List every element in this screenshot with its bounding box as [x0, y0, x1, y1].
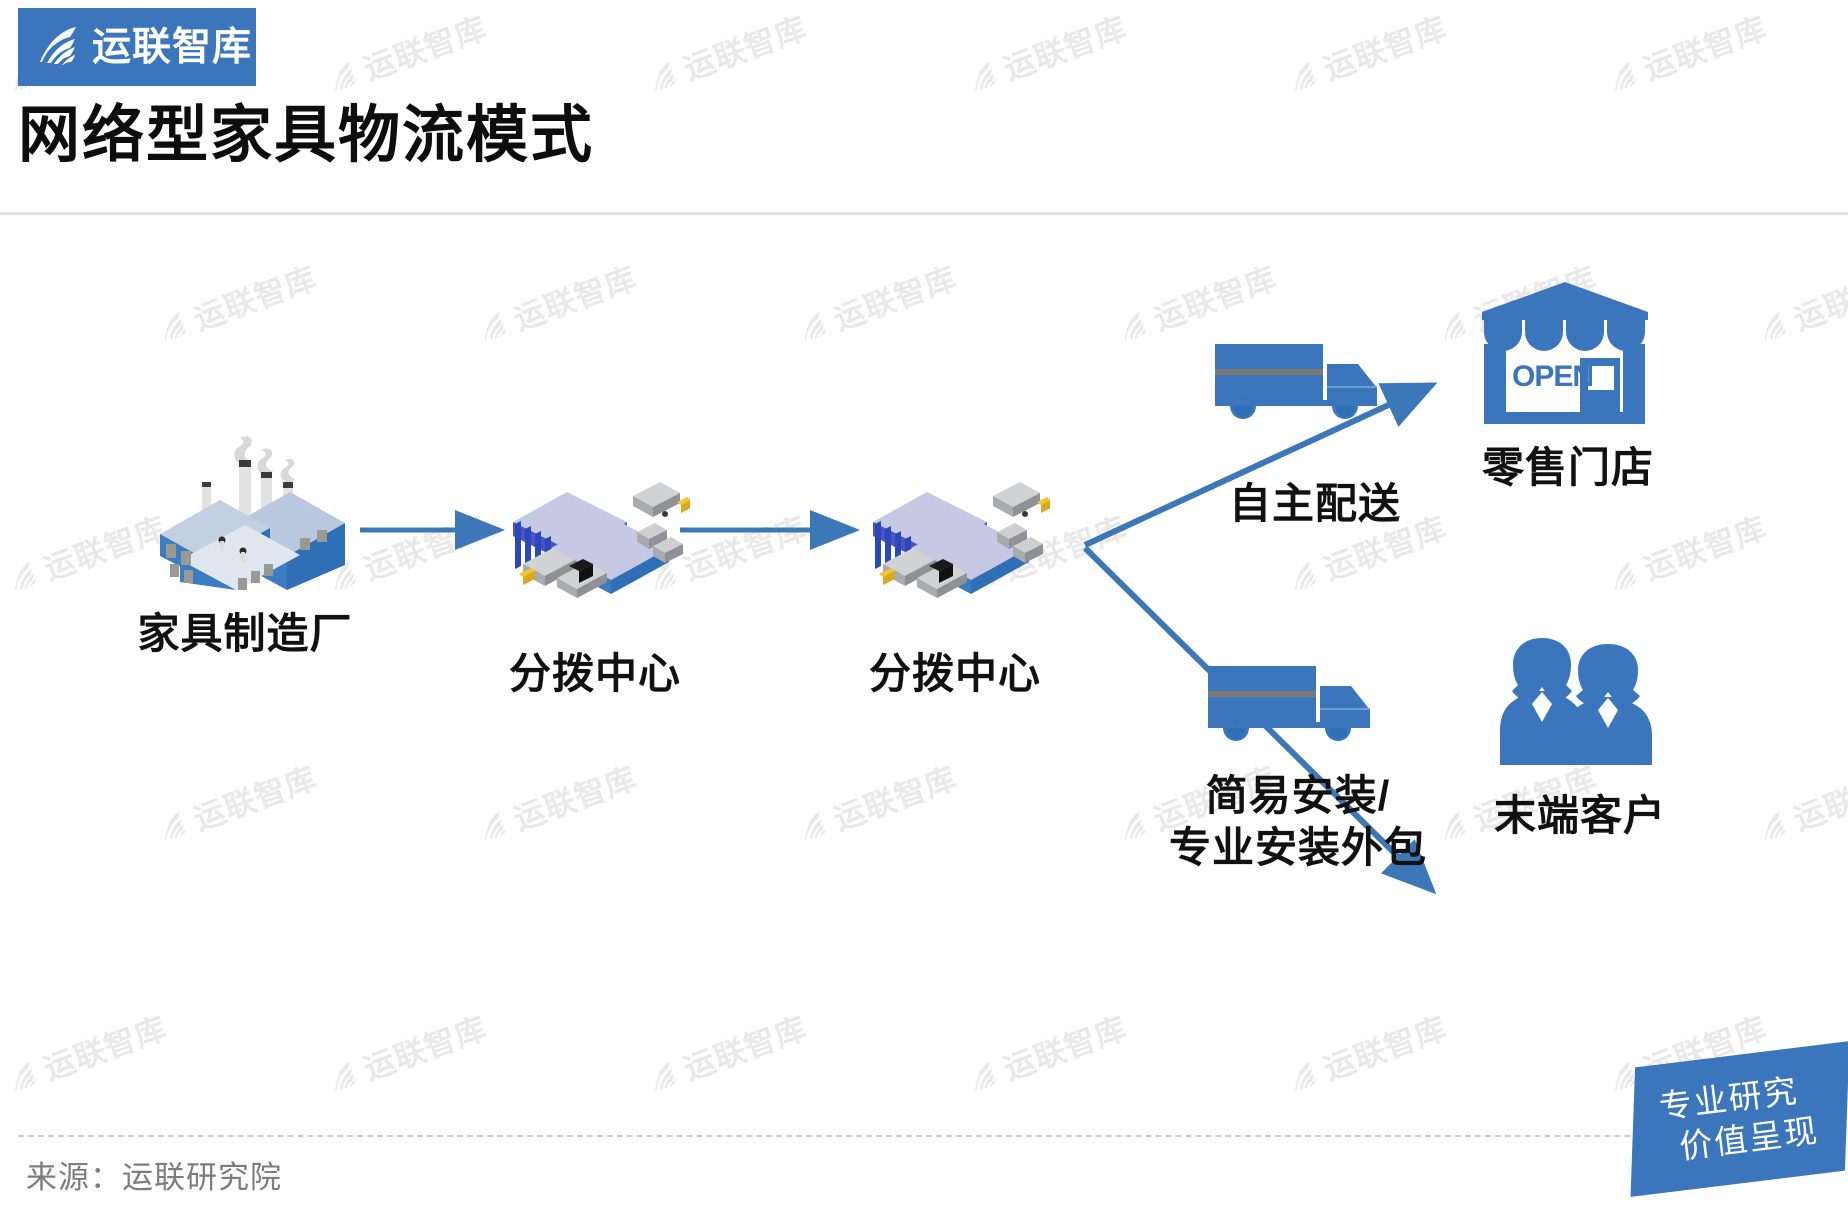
brand-logo: 运联智库	[18, 8, 256, 86]
edge-label-self-delivery: 自主配送	[1228, 480, 1401, 527]
watermark: 运联智库	[640, 3, 812, 102]
node-retail-store: OPEN 零售门店	[1480, 280, 1653, 491]
edge-label-install-line2: 专业安装外包	[1168, 824, 1427, 871]
node-label-dc2: 分拨中心	[868, 650, 1041, 697]
watermark: 运联智库	[960, 3, 1132, 102]
logistics-flow-diagram: 家具制造厂	[0, 230, 1848, 1060]
title-divider	[0, 212, 1848, 215]
edge-self-delivery: 自主配送	[1215, 338, 1400, 527]
distribution-center-icon	[865, 482, 1051, 609]
watermark: 运联智库	[1600, 3, 1772, 102]
node-label-retail: 零售门店	[1481, 444, 1654, 491]
arrow-dc2-to-retail	[1083, 382, 1438, 548]
node-label-factory: 家具制造厂	[137, 610, 353, 657]
node-label-customer: 末端客户	[1493, 792, 1666, 839]
swoosh-logo-icon	[34, 22, 80, 73]
delivery-truck-icon	[1215, 344, 1387, 434]
two-people-icon	[1490, 638, 1668, 774]
brand-logo-text: 运联智库	[92, 25, 253, 69]
edge-label-install-line1: 简易安装/	[1205, 772, 1391, 819]
node-dc2: 分拨中心	[865, 470, 1051, 697]
delivery-truck-icon	[1208, 666, 1380, 756]
storefront-open-icon: OPEN	[1480, 282, 1650, 432]
node-factory: 家具制造厂	[137, 430, 352, 657]
svg-text:OPEN: OPEN	[1512, 360, 1593, 393]
watermark: 运联智库	[1280, 3, 1452, 102]
page-title: 网络型家具物流模式	[18, 101, 595, 170]
distribution-center-icon	[505, 482, 691, 609]
node-label-dc1: 分拨中心	[508, 650, 681, 697]
node-dc1: 分拨中心	[505, 470, 691, 697]
footer-divider	[18, 1135, 1830, 1137]
factory-icon	[140, 436, 350, 594]
edge-install-branch: 简易安装/ 专业安装外包	[1169, 660, 1426, 871]
node-end-customer: 末端客户	[1490, 630, 1668, 839]
corner-badge: 专业研究 价值呈现	[1630, 1041, 1848, 1197]
source-note: 来源：运联研究院	[26, 1160, 282, 1195]
watermark: 运联智库	[320, 3, 492, 102]
